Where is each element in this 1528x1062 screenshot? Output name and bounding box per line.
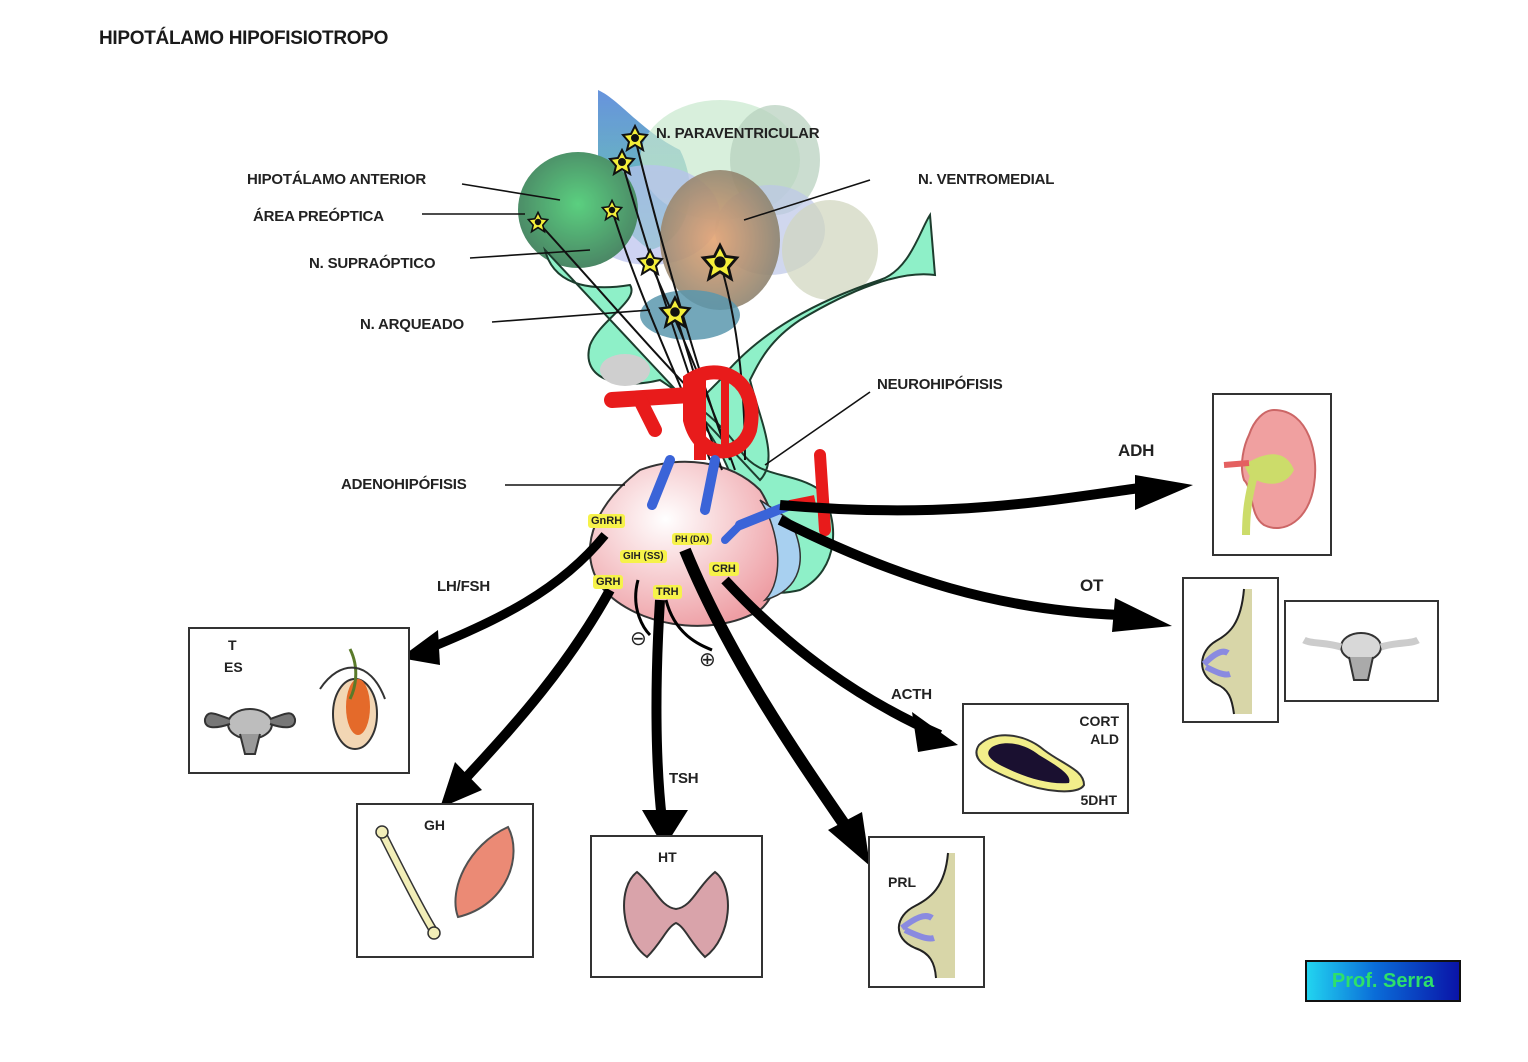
anterior-hypothalamus-region xyxy=(518,152,638,268)
thyroid-icon xyxy=(623,870,729,959)
arrowhead-tsh xyxy=(642,810,688,848)
breast-icon xyxy=(1201,588,1252,715)
label-tsh: TSH xyxy=(669,770,699,787)
arrow-prl xyxy=(679,547,860,844)
feedback-gih xyxy=(634,579,652,637)
label-prl: PRL xyxy=(888,874,916,890)
label-gh: GH xyxy=(424,817,445,833)
leader-lines xyxy=(422,179,871,486)
label-neurohypophysis: NEUROHIPÓFISIS xyxy=(877,376,1003,393)
arrowhead-gh xyxy=(440,762,482,808)
label-cortisol: CORT xyxy=(1079,713,1119,729)
arcuate-region xyxy=(640,290,740,340)
arrowhead-lh-fsh xyxy=(400,630,440,665)
label-arcuate: N. ARQUEADO xyxy=(360,316,464,333)
feedback-trh xyxy=(664,599,713,652)
label-ot: OT xyxy=(1080,576,1104,595)
target-box-gonads: T ES xyxy=(188,627,410,774)
page-title: HIPOTÁLAMO HIPOFISIOTROPO xyxy=(99,28,389,49)
label-adh: ADH xyxy=(1118,441,1155,460)
target-box-oxytocin-breast xyxy=(1182,577,1279,723)
target-box-kidney xyxy=(1212,393,1332,556)
arrow-adh xyxy=(779,483,1141,516)
label-preoptic-area: ÁREA PREÓPTICA xyxy=(253,208,384,225)
arrowhead-acth xyxy=(912,712,958,752)
label-estrogen: ES xyxy=(224,659,243,675)
hypothalamus-region xyxy=(518,90,878,340)
label-aldosterone: ALD xyxy=(1090,731,1119,747)
label-acth: ACTH xyxy=(891,686,932,703)
hormone-trh: TRH xyxy=(653,585,682,599)
target-box-thyroid: HT xyxy=(590,835,763,978)
label-paraventricular: N. PARAVENTRICULAR xyxy=(656,125,820,142)
hormone-gnrh: GnRH xyxy=(588,514,626,528)
uterus-ovaries-icon xyxy=(203,708,297,755)
label-thyroid-hormone: HT xyxy=(658,849,677,865)
ventromedial-region xyxy=(660,170,780,310)
hormone-gih: GIH (SS) xyxy=(620,550,667,563)
target-box-oxytocin-uterus xyxy=(1284,600,1439,702)
target-box-gh: GH xyxy=(356,803,534,958)
hormone-grh: GRH xyxy=(593,575,624,589)
arrow-acth xyxy=(721,576,943,740)
neuron-cells xyxy=(526,123,740,329)
arrow-tsh xyxy=(651,599,667,821)
adrenal-gland-icon xyxy=(975,734,1086,793)
label-lh-fsh: LH/FSH xyxy=(437,578,490,595)
hormone-arrows xyxy=(418,483,1141,844)
arrow-lh-fsh xyxy=(418,532,609,657)
hormone-crh: CRH xyxy=(709,562,739,576)
arrowheads xyxy=(400,475,1193,866)
portal-vessels xyxy=(604,365,831,544)
label-anterior-hypothalamus: HIPOTÁLAMO ANTERIOR xyxy=(247,171,426,188)
breast-icon xyxy=(897,852,955,979)
muscle-icon xyxy=(454,825,515,919)
testis-icon xyxy=(319,648,386,750)
arrow-ot xyxy=(777,515,1121,620)
region-shape xyxy=(782,200,878,300)
arrowhead-adh xyxy=(1135,475,1193,510)
gray-region xyxy=(600,354,650,386)
target-box-adrenal: CORT ALD 5DHT xyxy=(962,703,1129,814)
inhibition-sign: ⊖ xyxy=(630,628,647,650)
target-box-prolactin: PRL xyxy=(868,836,985,988)
label-adenohypophysis: ADENOHIPÓFISIS xyxy=(341,476,467,493)
arrowhead-ot xyxy=(1112,598,1172,632)
label-5dht: 5DHT xyxy=(1080,792,1117,808)
author-badge: Prof. Serra xyxy=(1305,960,1461,1002)
label-testosterone: T xyxy=(228,637,237,653)
arrowhead-prl xyxy=(828,812,870,866)
label-supraoptic: N. SUPRAÓPTICO xyxy=(309,255,436,272)
arrow-gh xyxy=(451,587,615,794)
bone-icon xyxy=(375,825,441,940)
uterus-icon xyxy=(1302,632,1420,681)
kidney-icon xyxy=(1223,408,1317,536)
hormone-ph: PH (DA) xyxy=(672,533,712,545)
label-ventromedial: N. VENTROMEDIAL xyxy=(918,171,1055,188)
stimulation-sign: ⊕ xyxy=(699,649,716,671)
